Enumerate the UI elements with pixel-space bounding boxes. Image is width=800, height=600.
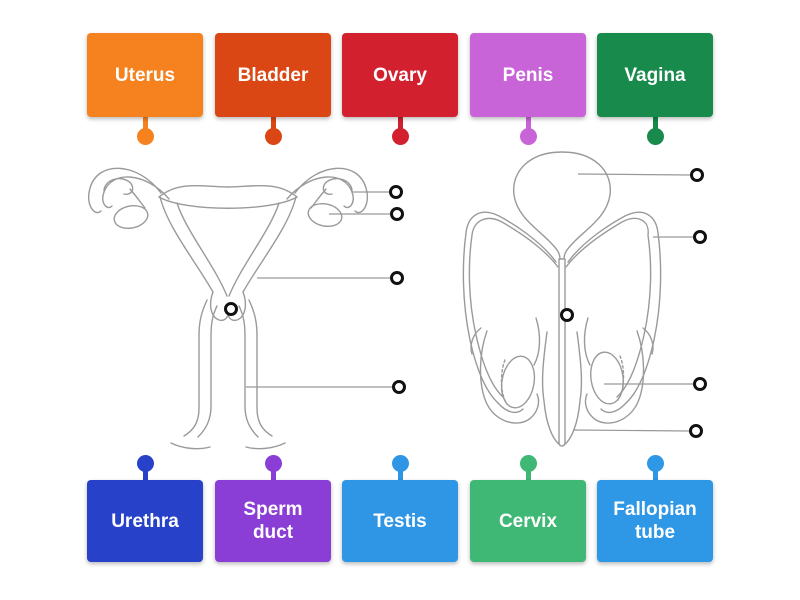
label-cervix-text: Cervix bbox=[498, 510, 558, 532]
label-uterus-text: Uterus bbox=[114, 64, 176, 86]
label-bladder-stem bbox=[270, 117, 276, 129]
label-uterus[interactable]: Uterus bbox=[87, 33, 203, 117]
drop-target-5[interactable] bbox=[392, 380, 406, 394]
label-urethra-dot bbox=[136, 455, 154, 472]
label-vagina-stem bbox=[652, 117, 658, 129]
leader-lines bbox=[246, 173, 693, 432]
label-ovary-dot bbox=[391, 128, 409, 145]
label-bladder-dot bbox=[264, 128, 282, 145]
label-testis-stem bbox=[397, 469, 403, 480]
label-bladder[interactable]: Bladder bbox=[215, 33, 331, 117]
label-urethra[interactable]: Urethra bbox=[87, 480, 203, 562]
label-testis-dot bbox=[391, 455, 409, 472]
label-vagina-text: Vagina bbox=[624, 64, 686, 86]
drop-target-7[interactable] bbox=[693, 230, 707, 244]
label-penis-text: Penis bbox=[502, 64, 554, 86]
label-ovary[interactable]: Ovary bbox=[342, 33, 458, 117]
label-vagina[interactable]: Vagina bbox=[597, 33, 713, 117]
label-vagina-dot bbox=[646, 128, 664, 145]
drop-target-10[interactable] bbox=[689, 424, 703, 438]
label-cervix-stem bbox=[525, 469, 531, 480]
label-sperm-duct-text: Sperm duct bbox=[243, 499, 303, 543]
label-penis-dot bbox=[519, 128, 537, 145]
label-fallopian-tube-dot bbox=[646, 455, 664, 472]
label-cervix-dot bbox=[519, 455, 537, 472]
label-urethra-stem bbox=[142, 469, 148, 480]
label-uterus-dot bbox=[136, 128, 154, 145]
drop-target-1[interactable] bbox=[389, 185, 403, 199]
label-cervix[interactable]: Cervix bbox=[470, 480, 586, 562]
drop-target-8[interactable] bbox=[560, 308, 574, 322]
label-testis-text: Testis bbox=[373, 510, 427, 532]
label-fallopian-tube[interactable]: Fallopian tube bbox=[597, 480, 713, 562]
label-urethra-text: Urethra bbox=[111, 510, 179, 532]
drop-target-9[interactable] bbox=[693, 377, 707, 391]
label-ovary-text: Ovary bbox=[373, 64, 427, 86]
label-penis[interactable]: Penis bbox=[470, 33, 586, 117]
drop-target-6[interactable] bbox=[690, 168, 704, 182]
label-penis-stem bbox=[525, 117, 531, 129]
label-bladder-text: Bladder bbox=[237, 64, 309, 86]
label-ovary-stem bbox=[397, 117, 403, 129]
label-sperm-duct-dot bbox=[264, 455, 282, 472]
label-uterus-stem bbox=[142, 117, 148, 129]
label-sperm-duct[interactable]: Sperm duct bbox=[215, 480, 331, 562]
male-diagram bbox=[462, 151, 662, 447]
drop-target-4[interactable] bbox=[224, 302, 238, 316]
drop-target-2[interactable] bbox=[390, 207, 404, 221]
drop-target-3[interactable] bbox=[390, 271, 404, 285]
label-testis[interactable]: Testis bbox=[342, 480, 458, 562]
label-fallopian-tube-text: Fallopian tube bbox=[613, 499, 697, 543]
label-fallopian-tube-stem bbox=[652, 469, 658, 480]
label-sperm-duct-stem bbox=[270, 469, 276, 480]
